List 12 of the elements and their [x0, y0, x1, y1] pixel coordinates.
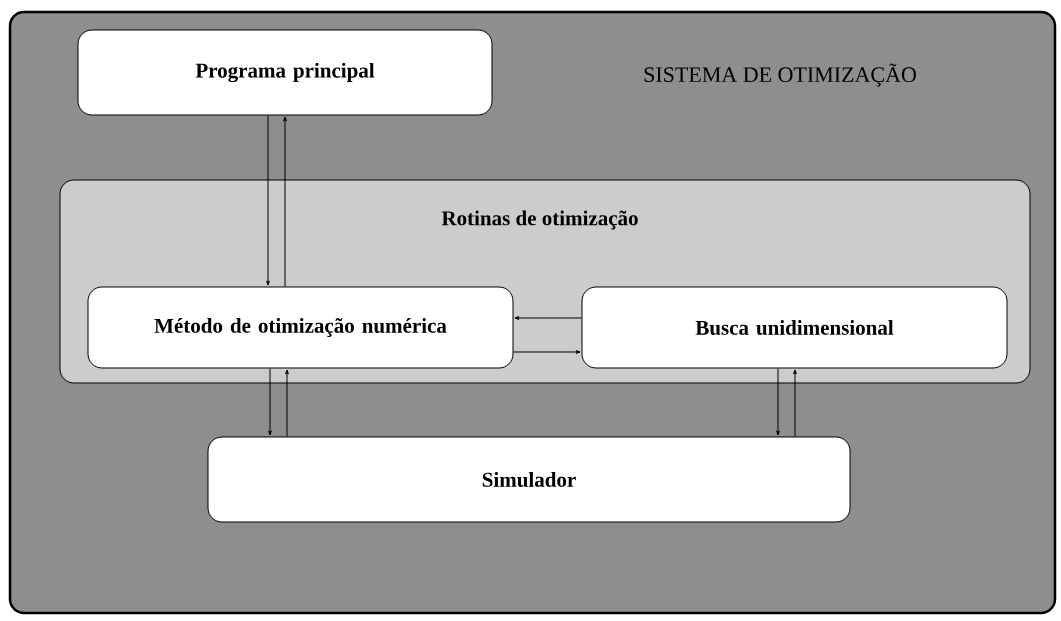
arrow [514, 316, 582, 320]
process-box: Programa principal [77, 29, 493, 116]
process-box: Simulador [207, 436, 851, 523]
process-box: Busca unidimensional [581, 286, 1008, 369]
arrow [285, 369, 289, 437]
arrow [268, 368, 272, 436]
arrow [283, 116, 287, 287]
process-box: Método de otimização numérica [87, 286, 514, 369]
arrow [793, 369, 797, 437]
arrow [513, 350, 581, 354]
arrow [266, 115, 270, 286]
arrow [776, 368, 780, 436]
